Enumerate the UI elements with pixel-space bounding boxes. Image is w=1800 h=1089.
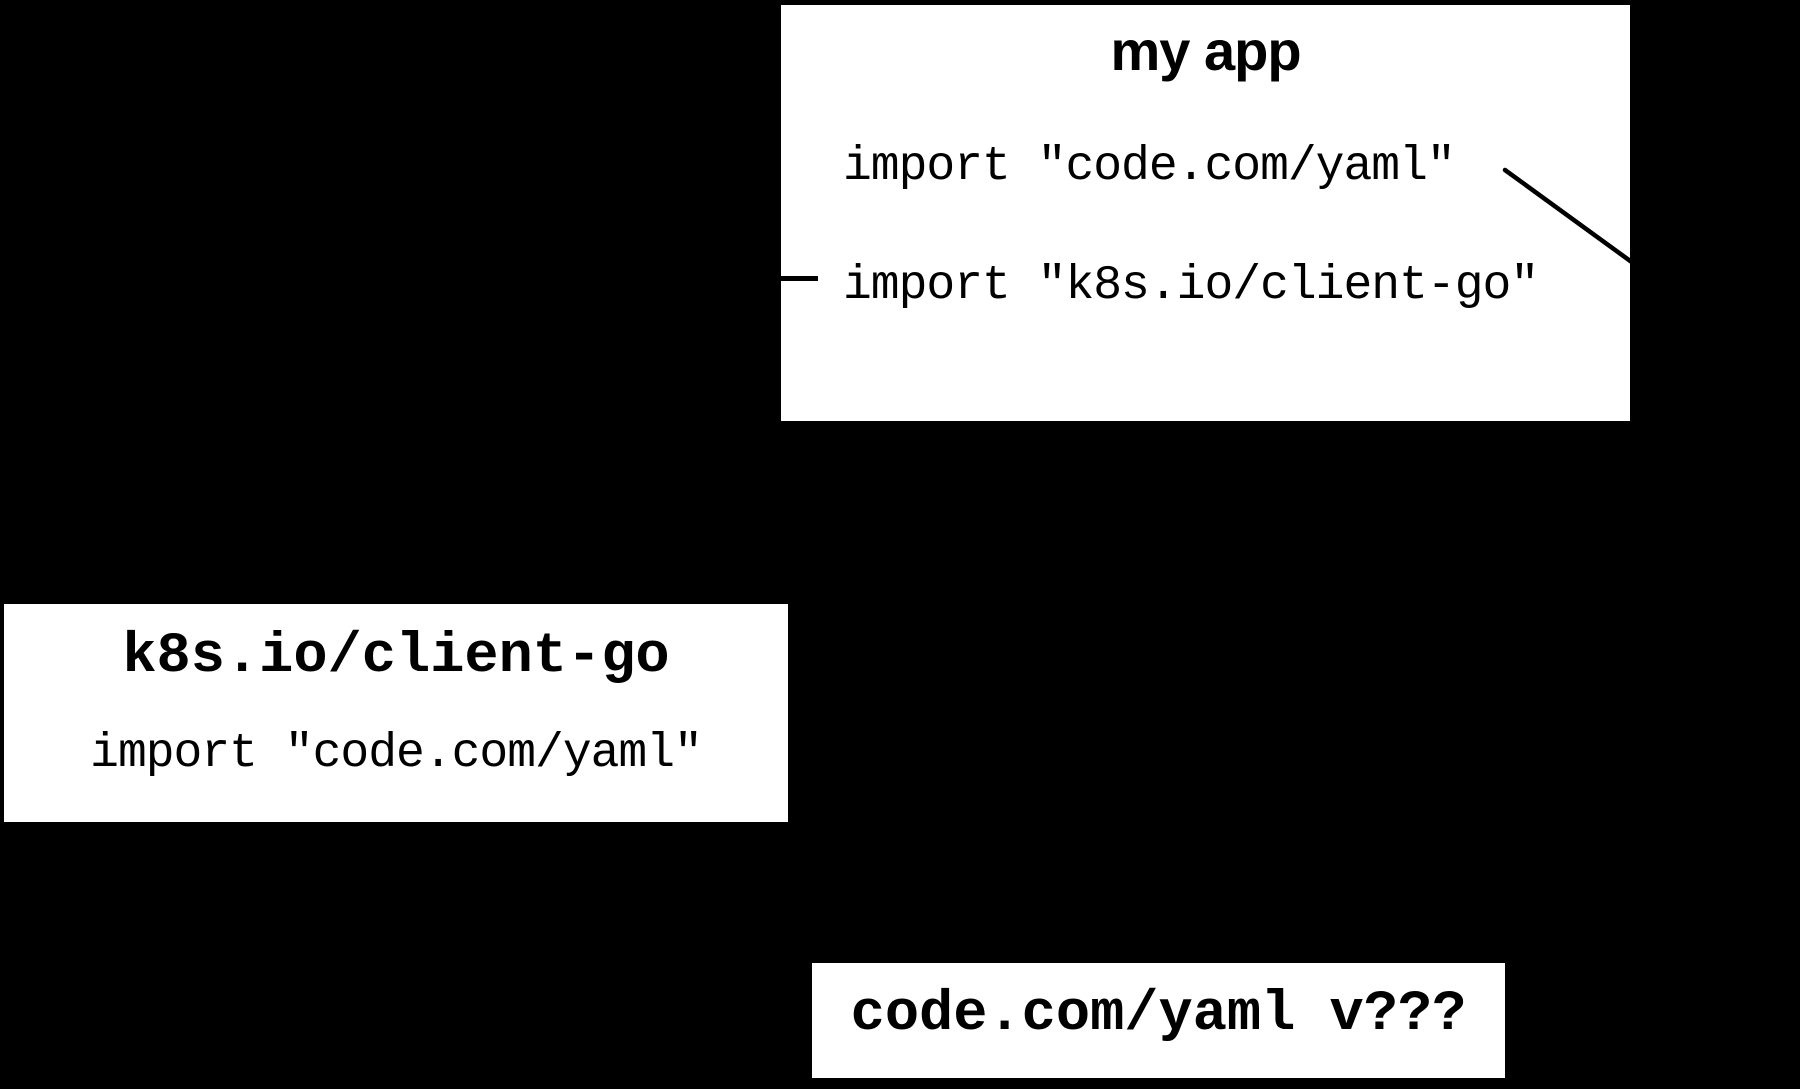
client-go-import-yaml-line: import "code.com/yaml" — [90, 727, 703, 781]
yaml-version-title: code.com/yaml v??? — [850, 983, 1467, 1047]
box-my-app: my app import "code.com/yaml" import "k8… — [781, 5, 1630, 421]
my-app-import-yaml-line: import "code.com/yaml" — [843, 140, 1456, 194]
box-k8s-io-client-go: k8s.io/client-go import "code.com/yaml" — [4, 604, 788, 822]
edge-clientgo-to-import-fragment — [781, 276, 818, 281]
client-go-title: k8s.io/client-go — [122, 625, 670, 689]
my-app-import-clientgo-line: import "k8s.io/client-go" — [843, 259, 1539, 313]
my-app-title: my app — [1110, 19, 1301, 82]
box-code-com-yaml: code.com/yaml v??? — [812, 963, 1505, 1078]
